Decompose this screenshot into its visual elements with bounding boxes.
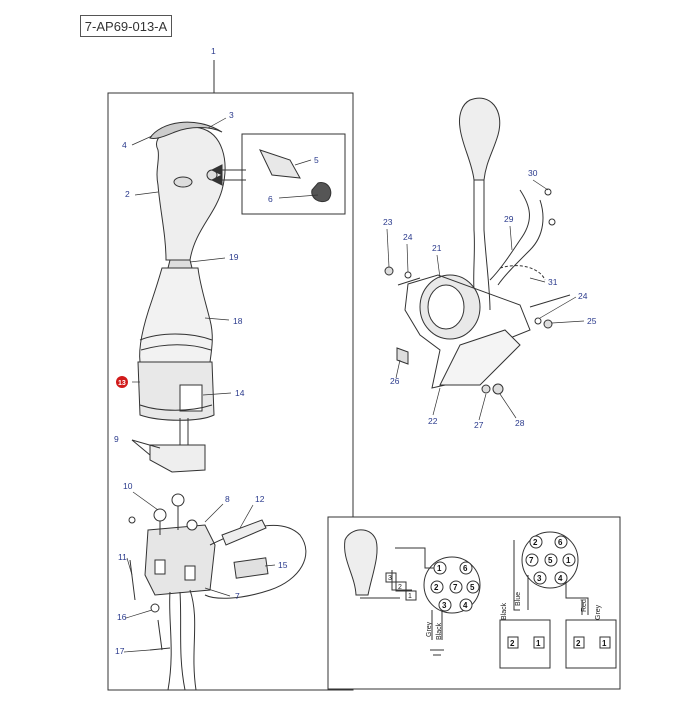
callout-5: 5 bbox=[314, 155, 319, 165]
relay-right-terminal-1: 1 bbox=[602, 639, 607, 648]
callout-22: 22 bbox=[428, 416, 438, 426]
callout-15: 15 bbox=[278, 560, 288, 570]
callout-11: 11 bbox=[118, 552, 127, 562]
reference-code: 7-AP69-013-A bbox=[84, 18, 168, 34]
wire-label-grey-2: Grey bbox=[595, 604, 602, 620]
lever-housing-drawing bbox=[137, 361, 215, 421]
terminal-3: 3 bbox=[388, 575, 392, 582]
callout-24-left: 24 bbox=[403, 232, 413, 242]
highlight-badge-13 bbox=[116, 376, 128, 388]
callout-27: 27 bbox=[474, 420, 484, 430]
callout-6: 6 bbox=[268, 194, 273, 204]
callout-14: 14 bbox=[235, 388, 245, 398]
callout-10: 10 bbox=[123, 481, 133, 491]
callout-29: 29 bbox=[504, 214, 514, 224]
callout-21: 21 bbox=[432, 243, 442, 253]
callout-9: 9 bbox=[114, 434, 119, 444]
callout-4: 4 bbox=[122, 140, 127, 150]
wire-label-grey: Grey bbox=[426, 621, 433, 637]
left-pin-6: 6 bbox=[463, 564, 468, 573]
callout-19: 19 bbox=[229, 252, 239, 262]
callout-23: 23 bbox=[383, 217, 393, 227]
right-pin-2: 2 bbox=[533, 538, 538, 547]
relay-left-terminal-1: 1 bbox=[536, 639, 541, 648]
callout-30: 30 bbox=[528, 168, 538, 178]
left-pin-7: 7 bbox=[453, 583, 458, 592]
callout-12: 12 bbox=[255, 494, 265, 504]
assembly-frame bbox=[107, 92, 354, 691]
left-pin-1: 1 bbox=[437, 564, 442, 573]
callout-7: 7 bbox=[235, 591, 240, 601]
right-pin-1: 1 bbox=[566, 556, 571, 565]
switch-assembly-drawing bbox=[144, 493, 216, 596]
wire-label-blue: Blue bbox=[515, 592, 522, 606]
callout-31: 31 bbox=[548, 277, 558, 287]
terminal-2: 2 bbox=[398, 584, 402, 591]
terminal-1: 1 bbox=[408, 593, 412, 600]
relay-right-terminal-2: 2 bbox=[576, 639, 581, 648]
wire-label-black: Black bbox=[436, 622, 443, 640]
callout-labels: 1 2 3 4 5 6 7 8 9 10 11 12 13 14 15 16 1… bbox=[114, 46, 597, 656]
callout-17: 17 bbox=[115, 646, 125, 656]
right-assembly-drawing bbox=[384, 97, 571, 395]
left-pin-3: 3 bbox=[442, 601, 447, 610]
leader-lines bbox=[123, 117, 585, 653]
callout-25: 25 bbox=[587, 316, 597, 326]
relay-left-label: Black bbox=[501, 602, 508, 620]
mounting-base-drawing bbox=[149, 444, 206, 473]
callout-16: 16 bbox=[117, 612, 127, 622]
callout-24-right: 24 bbox=[578, 291, 588, 301]
left-pin-2: 2 bbox=[434, 583, 439, 592]
right-pin-4: 4 bbox=[558, 574, 563, 583]
right-pin-6: 6 bbox=[558, 538, 563, 547]
gear-knob-drawing bbox=[149, 121, 226, 269]
callout-18: 18 bbox=[233, 316, 243, 326]
callout-13: 13 bbox=[118, 380, 126, 387]
callout-26: 26 bbox=[390, 376, 400, 386]
callout-28: 28 bbox=[515, 418, 525, 428]
reference-code-box: 7-AP69-013-A bbox=[80, 15, 172, 37]
callout-1: 1 bbox=[211, 46, 216, 56]
right-pin-3: 3 bbox=[537, 574, 542, 583]
callout-3: 3 bbox=[229, 110, 234, 120]
wiring-labels: 1 6 2 7 5 3 4 2 6 7 5 1 3 4 bbox=[388, 535, 611, 649]
right-pin-7: 7 bbox=[529, 556, 534, 565]
left-pin-4: 4 bbox=[463, 601, 468, 610]
callout-8: 8 bbox=[225, 494, 230, 504]
callout-2: 2 bbox=[125, 189, 130, 199]
left-pin-5: 5 bbox=[470, 583, 475, 592]
relay-left-terminal-2: 2 bbox=[510, 639, 515, 648]
right-pin-5: 5 bbox=[548, 556, 553, 565]
wire-label-red: Red bbox=[581, 599, 588, 612]
